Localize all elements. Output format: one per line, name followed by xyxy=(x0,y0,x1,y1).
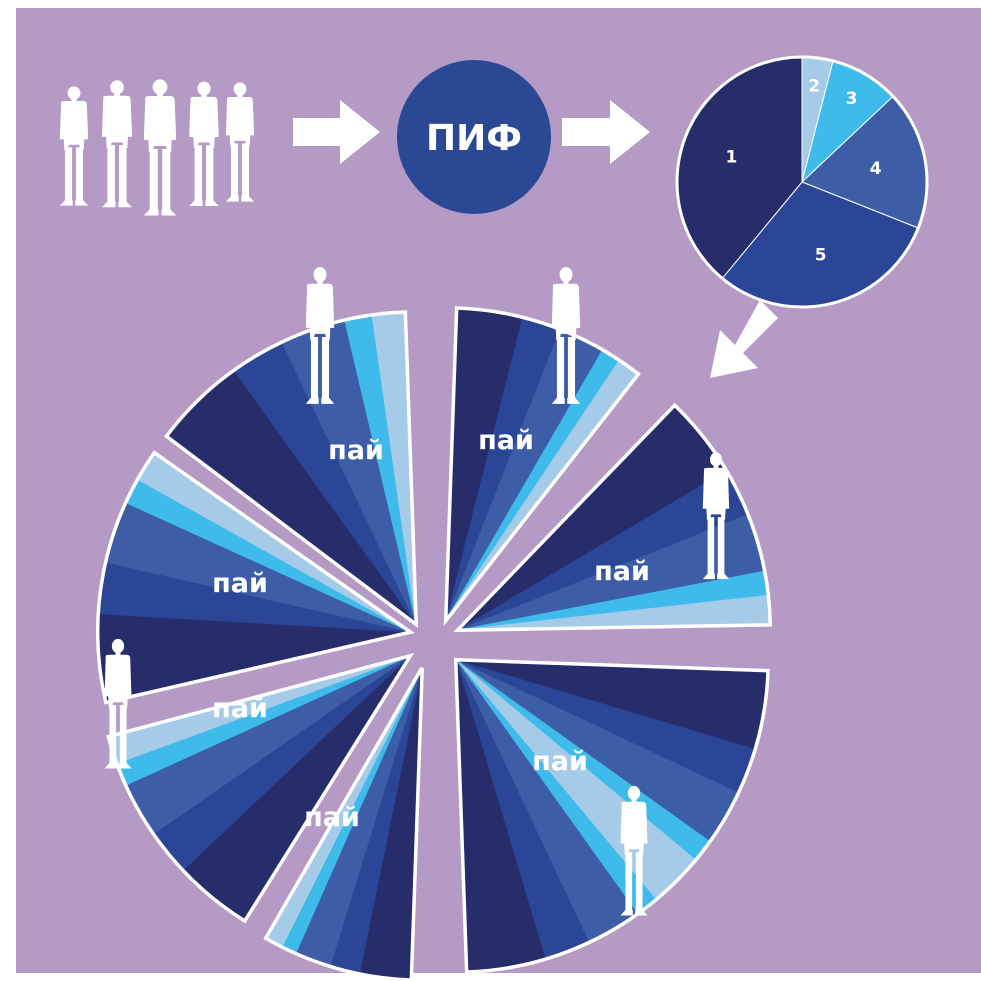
pie-label-5: 5 xyxy=(815,246,827,266)
share-label: пай xyxy=(212,568,268,599)
share-label: пай xyxy=(328,435,384,466)
share-border xyxy=(263,667,424,981)
share-label: пай xyxy=(478,425,534,456)
share-label: пай xyxy=(594,556,650,587)
share-label: пай xyxy=(532,746,588,777)
portfolio-pie-chart: 2 3 4 5 1 xyxy=(675,55,929,309)
fund-circle xyxy=(397,60,551,214)
share-border xyxy=(164,310,418,628)
share-label: пай xyxy=(212,693,268,724)
arrow-right-1 xyxy=(293,100,380,164)
share-wedge: пай xyxy=(163,310,419,629)
fund-label: ПИФ xyxy=(426,118,522,159)
share-wedge: пай xyxy=(453,657,770,974)
arrow-right-2 xyxy=(562,100,650,164)
share-wedge: пай xyxy=(95,450,415,705)
share-label: пай xyxy=(304,802,360,833)
share-border xyxy=(96,450,414,704)
pie-outline xyxy=(675,55,929,309)
pie-label-2: 2 xyxy=(808,76,820,96)
share-border xyxy=(454,658,770,974)
share-border xyxy=(454,403,772,632)
share-wedge: пай xyxy=(106,652,415,924)
shares-pie: пай пай пай пай пай пай пай xyxy=(95,306,773,981)
arrow-down-left xyxy=(710,300,778,378)
pie-label-4: 4 xyxy=(870,159,882,179)
share-wedge: пай xyxy=(453,402,773,633)
pie-label-3: 3 xyxy=(846,89,858,109)
pie-label-1: 1 xyxy=(725,148,737,168)
share-wedge: пай xyxy=(263,667,424,981)
